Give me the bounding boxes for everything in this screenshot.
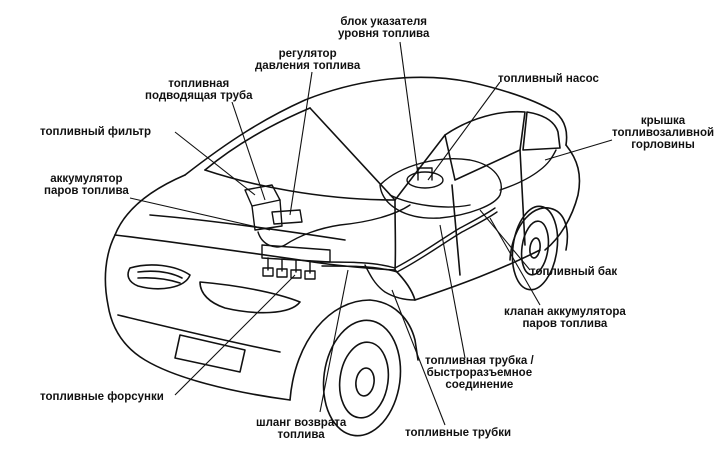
label-fuel-injectors: топливные форсунки — [40, 391, 164, 403]
label-pressure-regulator: регулятор давления топлива — [255, 48, 361, 72]
label-return-hose: шланг возврата топлива — [256, 417, 347, 441]
fuel-tank — [379, 149, 557, 219]
label-fuel-pump: топливный насос — [498, 73, 599, 85]
label-fuel-lines: топливные трубки — [405, 427, 512, 439]
label-fuel-filter: топливный фильтр — [40, 126, 152, 138]
label-fuel-level-sender: блок указателя уровня топлива — [338, 16, 430, 40]
label-fuel-line-connector: топливная трубка / быстроразъемное соеди… — [425, 355, 534, 391]
label-filler-cap: крышка топливозаливной горловины — [612, 115, 715, 151]
car-body — [104, 76, 581, 437]
label-fuel-tank: топливный бак — [530, 266, 618, 278]
label-canister-valve: клапан аккумулятора паров топлива — [504, 306, 626, 330]
label-evap-canister: аккумулятор паров топлива — [44, 173, 129, 197]
fuel-lines — [284, 204, 498, 301]
leader-lines — [129, 41, 613, 426]
label-fuel-supply-pipe: топливная подводящая труба — [145, 78, 253, 102]
